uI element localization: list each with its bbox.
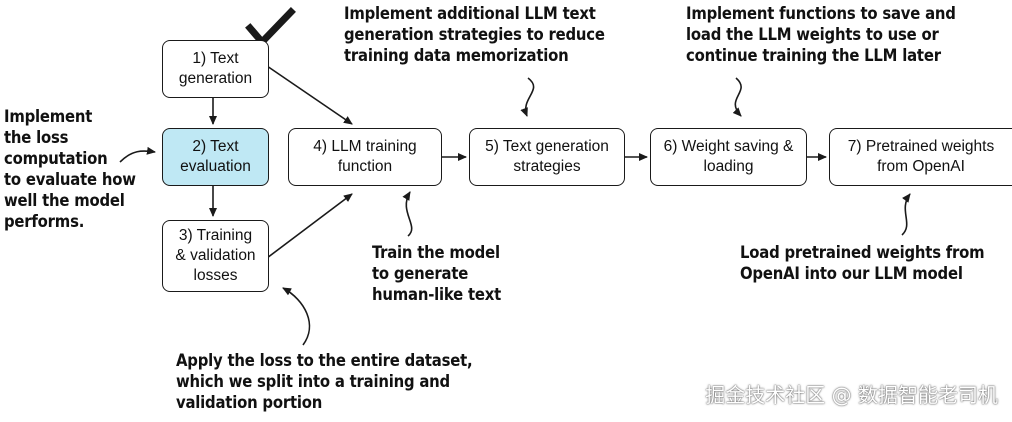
- note-generation-strategies: Implement additional LLM text generation…: [344, 4, 605, 65]
- step-box-training-validation-losses: 3) Training & validation losses: [162, 220, 269, 292]
- step-box-text-evaluation: 2) Text evaluation: [162, 128, 269, 186]
- arrow-3-to-4: [266, 193, 353, 259]
- step-box-text-generation-strategies: 5) Text generation strategies: [469, 128, 625, 186]
- pointer-apply-note: [282, 287, 311, 346]
- arrow-1-to-4: [266, 65, 353, 125]
- note-load-pretrained: Load pretrained weights from OpenAI into…: [740, 243, 985, 283]
- checkmark-icon: [245, 7, 296, 48]
- pointer-pretrained-note: [901, 193, 911, 236]
- note-train-model: Train the model to generate human-like t…: [372, 243, 502, 304]
- note-apply-loss: Apply the loss to the entire dataset, wh…: [176, 351, 473, 412]
- step-box-text-generation: 1) Text generation: [162, 40, 269, 98]
- watermark-text: 掘金技术社区 @ 数据智能老司机: [705, 383, 998, 407]
- step-box-pretrained-weights: 7) Pretrained weights from OpenAI: [829, 128, 1012, 186]
- step-box-weight-saving-loading: 6) Weight saving & loading: [650, 128, 807, 186]
- note-weight-saving: Implement functions to save and load the…: [686, 4, 956, 65]
- step-box-llm-training-function: 4) LLM training function: [288, 128, 442, 186]
- pointer-loss-note: [119, 146, 156, 163]
- pointer-strategies-note: [520, 77, 535, 117]
- pointer-train-note: [402, 191, 413, 237]
- pointer-weights-note: [732, 77, 742, 117]
- note-loss-computation: Implement the loss computation to evalua…: [4, 107, 136, 231]
